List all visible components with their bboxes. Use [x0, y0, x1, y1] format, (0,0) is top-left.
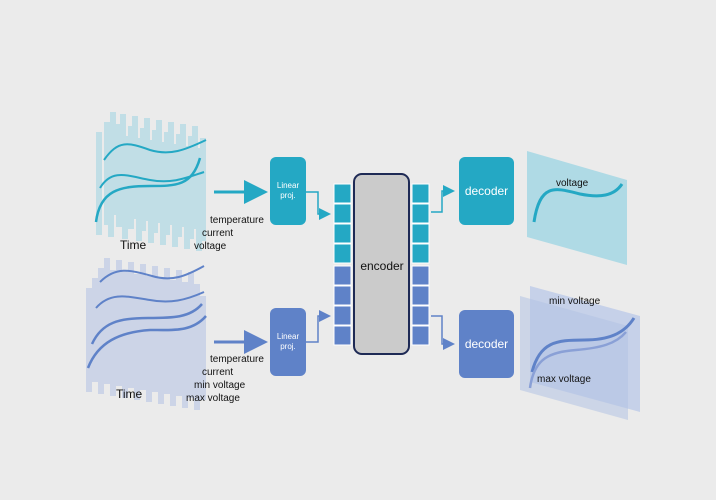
bottom-linear-label: Linear proj.: [276, 332, 300, 351]
bottom-output-max-voltage-label: max voltage: [537, 374, 591, 385]
top-linear-label: Linear proj.: [276, 181, 300, 200]
bottom-feature-max-voltage: max voltage: [186, 393, 240, 404]
bottom-feature-temperature: temperature: [210, 354, 264, 365]
top-feature-voltage: voltage: [194, 241, 227, 252]
encoder-block: [353, 173, 410, 355]
bottom-output-panel: [520, 286, 640, 420]
encoder-label: encoder: [360, 259, 404, 273]
top-feature-current: current: [202, 228, 234, 239]
bottom-input-slices: [86, 258, 207, 410]
bottom-decoder: decoder: [459, 310, 514, 378]
bottom-feature-current: current: [202, 367, 234, 378]
bottom-linear-to-tokens-arrow: [306, 310, 331, 343]
top-decoder-label: decoder: [464, 184, 509, 198]
top-time-label: Time: [120, 238, 147, 252]
top-decoder: decoder: [459, 157, 514, 225]
top-feature-temperature: temperature: [210, 215, 264, 226]
right-token-column: [411, 183, 430, 346]
top-linear-projection: Linear proj.: [270, 157, 306, 225]
top-output-panel: [527, 151, 627, 265]
top-linear-to-tokens-arrow: [306, 191, 331, 220]
bottom-time-label: Time: [116, 387, 143, 401]
bottom-tokens-to-decoder-arrow: [431, 315, 455, 350]
left-token-column: [333, 183, 352, 346]
top-input-slices: [94, 112, 207, 251]
bottom-decoder-label: decoder: [464, 337, 509, 351]
bottom-linear-projection: Linear proj.: [270, 308, 306, 376]
bottom-output-min-voltage-label: min voltage: [549, 296, 601, 307]
top-tokens-to-decoder-arrow: [431, 185, 455, 213]
bottom-feature-min-voltage: min voltage: [194, 380, 246, 391]
top-output-voltage-label: voltage: [556, 178, 589, 189]
